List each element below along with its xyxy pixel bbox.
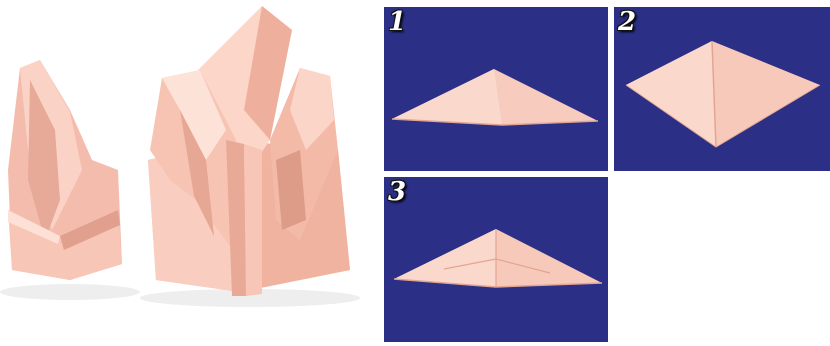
step-2-panel: 2 [614,7,830,171]
step-1-panel: 1 [384,7,608,171]
step-number: 2 [618,9,636,35]
finished-napkin-photo [0,0,378,342]
napkin-triangle-fold [384,7,608,171]
step-3-panel: 3 [384,177,608,342]
folded-napkins-illustration [0,0,378,342]
step-number: 3 [388,179,406,205]
large-folded-napkin [148,6,350,296]
step-number: 1 [388,9,406,35]
napkin-diamond-fold [614,7,830,171]
napkin-triangle-with-folds [384,177,608,342]
small-folded-napkin [8,60,122,280]
